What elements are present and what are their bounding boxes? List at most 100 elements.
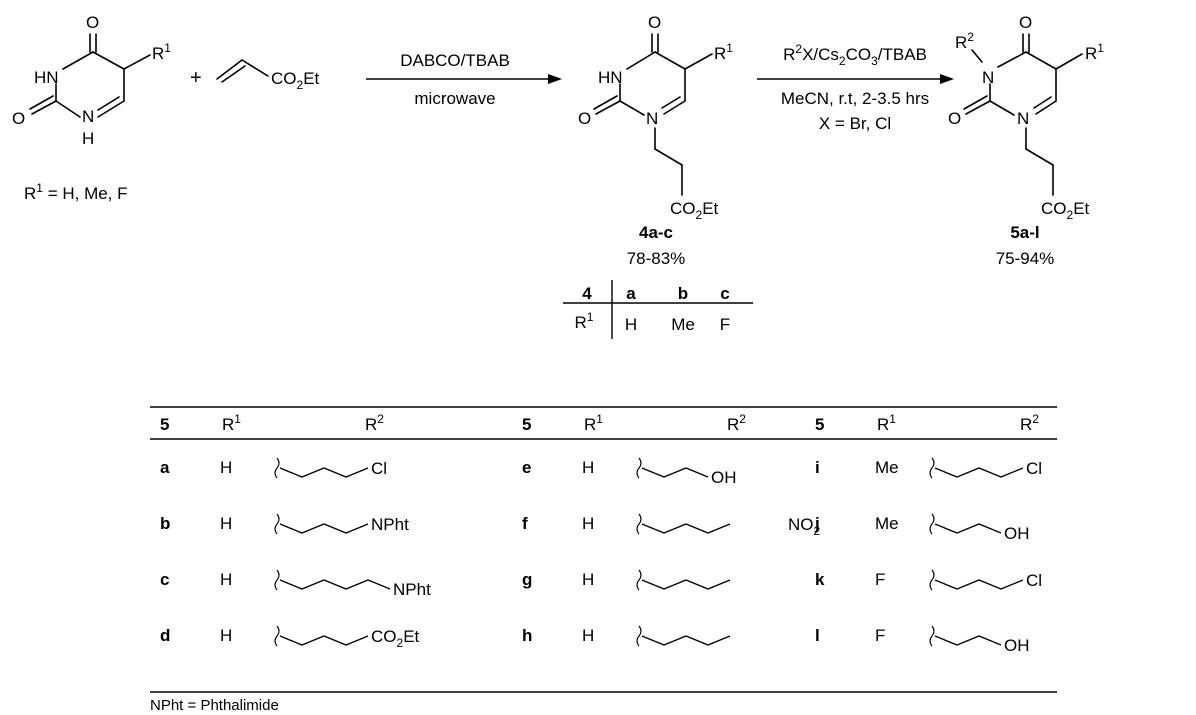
table-5-compound-id: g bbox=[522, 570, 532, 589]
r2-substituent-chain bbox=[641, 579, 731, 590]
r2-substituent bbox=[636, 625, 731, 647]
atom-HN: HN bbox=[598, 68, 623, 87]
table-5-compound-id: b bbox=[160, 514, 170, 533]
r2-substituent: OH bbox=[929, 513, 1030, 543]
attachment-point-icon bbox=[274, 457, 280, 479]
table-5-r1-cell: H bbox=[220, 626, 232, 645]
table-5-compound-id: d bbox=[160, 626, 170, 645]
table-5-r1-cell: Me bbox=[875, 514, 899, 533]
reaction-arrow-1 bbox=[366, 74, 562, 84]
substituent-end-group: OH bbox=[711, 468, 737, 487]
r2-substituent-chain bbox=[934, 579, 1024, 590]
r2-substituent: Cl bbox=[274, 457, 387, 479]
attachment-point-icon bbox=[636, 569, 642, 591]
atom-O: O bbox=[86, 13, 99, 32]
r2-substituent: Cl bbox=[929, 569, 1042, 591]
table-5-r1-cell: H bbox=[220, 514, 232, 533]
atom-O: O bbox=[948, 109, 961, 128]
table-4-header-cell: a bbox=[626, 284, 636, 303]
atom-H: H bbox=[82, 129, 94, 148]
step2-reagent: R2X/Cs2CO3/TBAB bbox=[783, 42, 927, 68]
table-5-r1-cell: H bbox=[220, 458, 232, 477]
product-4-structure bbox=[593, 33, 713, 196]
table-4-header-cell: 4 bbox=[582, 284, 592, 303]
r2-substituent: Cl bbox=[929, 457, 1042, 479]
product-5-yield: 75-94% bbox=[996, 249, 1055, 268]
product-4-yield: 78-83% bbox=[627, 249, 686, 268]
atom-N: N bbox=[1017, 109, 1029, 128]
substituent-end-group: Cl bbox=[371, 459, 387, 478]
ester-group: CO2Et bbox=[271, 69, 320, 92]
ester-group: CO2Et bbox=[670, 199, 719, 222]
table-5-r1-cell: H bbox=[582, 626, 594, 645]
table-5-header-cell: R1 bbox=[877, 412, 896, 434]
table-5-header-cell: R2 bbox=[365, 412, 384, 434]
r2-substituent-chain bbox=[279, 635, 369, 646]
table-5-header-cell: R1 bbox=[584, 412, 603, 434]
table-5-header-cell: R2 bbox=[1020, 412, 1039, 434]
table-5-header-cell: R1 bbox=[222, 412, 241, 434]
substituent-end-group: CO2Et bbox=[371, 627, 420, 650]
table-5-r1-cell: H bbox=[582, 458, 594, 477]
table-4-cell: H bbox=[625, 315, 637, 334]
table-5-compound-id: a bbox=[160, 458, 170, 477]
table-5-r1-cell: F bbox=[875, 570, 885, 589]
step2-halide: X = Br, Cl bbox=[819, 114, 891, 133]
step2-solvent: MeCN, r.t, 2-3.5 hrs bbox=[781, 89, 929, 108]
table-4-header-cell: b bbox=[678, 284, 688, 303]
r2-substituent: CO2Et bbox=[274, 625, 420, 650]
table-5-r1-cell: F bbox=[875, 626, 885, 645]
table-5-header-cell: 5 bbox=[815, 415, 824, 434]
substituent-end-group: OH bbox=[1004, 524, 1030, 543]
table-5-r1-cell: H bbox=[582, 514, 594, 533]
attachment-point-icon bbox=[274, 513, 280, 535]
attachment-point-icon bbox=[636, 513, 642, 535]
r2-substituent-chain bbox=[934, 635, 1002, 646]
product-5-label: 5a-l bbox=[1010, 223, 1039, 242]
r1-definition: R1 = H, Me, F bbox=[24, 181, 128, 203]
attachment-point-icon bbox=[274, 569, 280, 591]
r2-substituent-chain bbox=[934, 467, 1024, 478]
r2-substituent: NPht bbox=[274, 569, 431, 599]
product-4-label: 4a-c bbox=[639, 223, 673, 242]
table-5-compound-id: k bbox=[815, 570, 825, 589]
r2-substituent-chain bbox=[934, 523, 1002, 534]
table-5-header-cell: R2 bbox=[727, 412, 746, 434]
table-5-r1-cell: H bbox=[220, 570, 232, 589]
plus-sign: + bbox=[190, 67, 202, 89]
attachment-point-icon bbox=[636, 457, 642, 479]
r2-substituent: NPht bbox=[274, 513, 409, 535]
atom-HN: HN bbox=[34, 68, 59, 87]
r2-label: R2 bbox=[955, 30, 974, 52]
table-4-row-label: R1 bbox=[575, 310, 594, 332]
r2-substituent bbox=[636, 569, 731, 591]
r2-substituent: OH bbox=[929, 625, 1030, 655]
r2-substituent: NO2 bbox=[636, 513, 821, 538]
atom-O: O bbox=[578, 109, 591, 128]
reaction-arrow-2 bbox=[757, 74, 954, 84]
atom-O: O bbox=[12, 109, 25, 128]
atom-O: O bbox=[1019, 13, 1032, 32]
attachment-point-icon bbox=[929, 513, 935, 535]
ethyl-acrylate-structure bbox=[216, 59, 269, 83]
table-5-compound-id: j bbox=[814, 514, 820, 533]
r2-substituent: OH bbox=[636, 457, 737, 487]
r1-label: R1 bbox=[714, 41, 733, 63]
table-5-compound-id: f bbox=[522, 514, 528, 533]
attachment-point-icon bbox=[636, 625, 642, 647]
attachment-point-icon bbox=[929, 569, 935, 591]
table-4-cell: Me bbox=[671, 315, 695, 334]
atom-O: O bbox=[648, 13, 661, 32]
atom-N: N bbox=[82, 107, 94, 126]
atom-N: N bbox=[646, 109, 658, 128]
table-5-header-cell: 5 bbox=[160, 415, 169, 434]
r2-substituent-chain bbox=[641, 523, 731, 534]
r1-label: R1 bbox=[1085, 41, 1104, 63]
attachment-point-icon bbox=[929, 457, 935, 479]
step1-condition: microwave bbox=[414, 89, 495, 108]
footnote: NPht = Phthalimide bbox=[150, 697, 279, 714]
r2-substituent-chain bbox=[279, 467, 369, 478]
table-5-compound-id: c bbox=[160, 570, 169, 589]
